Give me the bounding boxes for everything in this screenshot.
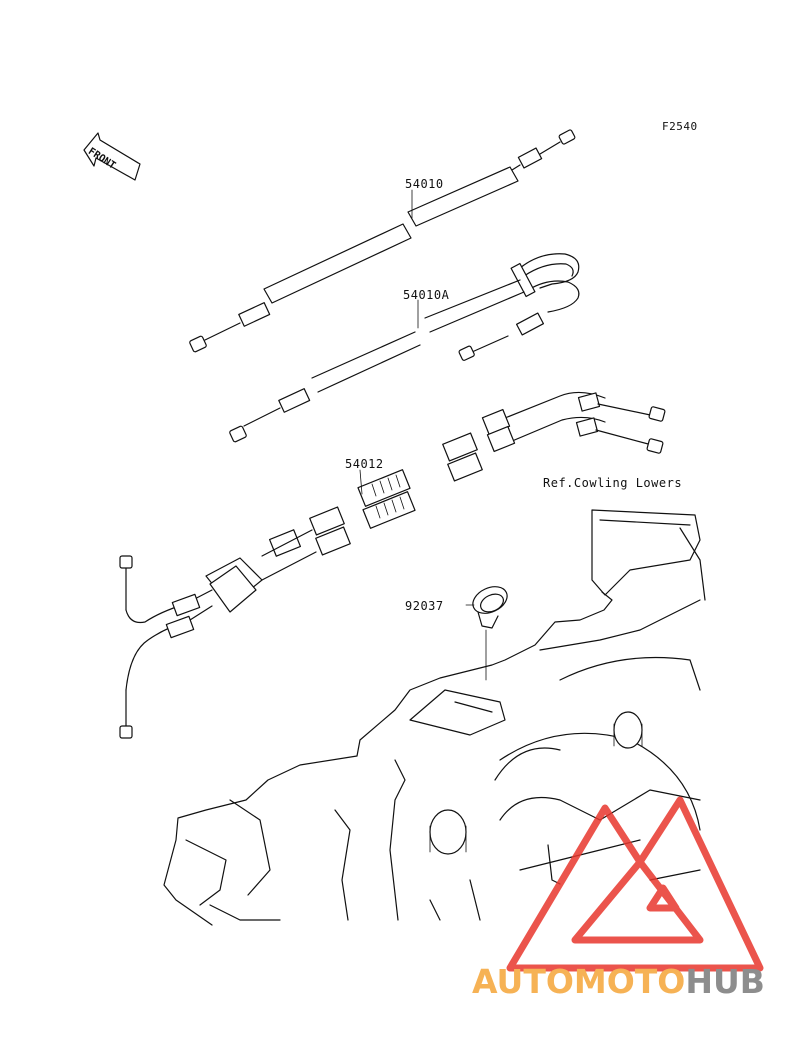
part-number-label[interactable]: 54012 [345,457,384,471]
cable-54010 [189,129,576,353]
front-arrow-icon [83,132,141,181]
watermark-part2: HUB [685,962,765,1001]
reference-note: Ref.Cowling Lowers [543,476,683,490]
frame-outline [163,509,706,926]
watermark-text: AUTOMOTOHUB [472,962,765,1001]
cable-54010a [229,253,580,443]
part-number-label[interactable]: 54010A [403,288,450,302]
cable-54012 [119,391,666,739]
figure-code: F2540 [662,120,698,133]
watermark-part1: AUTOMOTO [472,962,686,1001]
part-number-label[interactable]: 92037 [405,599,444,613]
grommet-92037 [465,586,508,681]
part-number-label[interactable]: 54010 [405,177,444,191]
watermark-logo-icon [506,796,764,972]
